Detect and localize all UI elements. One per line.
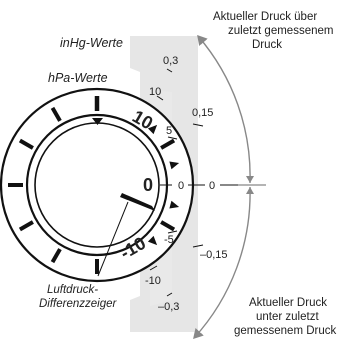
hpa-tick-m10 [149,265,158,271]
hpa-tick-m5 [167,230,178,234]
hpa-value-m5: -5 [164,234,174,246]
bezel-tick-marks [8,96,180,274]
pressure-difference-pointer [120,193,155,211]
inhg-tick-m015 [192,244,204,248]
hpa-value-m10: -10 [145,275,161,287]
bezel-major-tick [50,248,62,264]
dial-label-zero: 0 [143,175,153,195]
pointer-label-line2: Differenzzeiger [39,298,118,310]
bezel-major-tick [160,220,176,232]
dial-face-ring [34,122,160,248]
hpa-tick-5 [167,136,178,140]
bezel-major-tick [18,138,34,150]
bezel-major-tick [50,106,62,122]
hpa-tick-10 [156,95,164,101]
bezel-triangle-marker [147,124,158,135]
bezel-major-tick [18,220,34,232]
bezel-triangle-marker [169,200,180,209]
hpa-value-5: 5 [166,125,172,137]
inhg-value-m03: –0,3 [158,301,179,313]
inhg-tick-m03 [166,292,173,297]
inhg-tick-03 [166,68,173,73]
pointer-callout-line [97,201,129,277]
below-text-line3: gemessenem Druck [234,325,337,337]
zero-marker-arrow-up [246,176,254,183]
top-marker-triangle [92,118,103,125]
bezel-major-tick [160,138,176,150]
hpa-header: hPa-Werte [48,71,108,85]
hpa-value-10: 10 [149,86,161,98]
inhg-header: inHg-Werte [60,36,123,50]
inhg-value-m015: –0,15 [200,249,228,261]
pointer-label-line1: Luftdruck- [47,284,98,296]
hpa-value-0: 0 [178,180,184,192]
zero-marker-arrow-down [246,187,254,194]
above-text-line1: Aktueller Druck über [213,11,317,23]
inhg-tick-015 [192,123,204,127]
inhg-value-0: 0 [209,180,215,192]
below-text-line2: unter zuletzt [256,311,319,323]
bezel-triangle-marker [147,235,158,246]
bezel-triangle-marker [169,161,180,170]
above-text-line2: zuletzt gemessenem [228,25,333,37]
range-arc-upper [197,34,251,184]
inhg-value-015: 0,15 [192,107,213,119]
above-text-line3: Druck [252,39,282,51]
inhg-value-03: 0,3 [163,55,178,67]
below-text-line1: Aktueller Druck [249,297,327,309]
range-arc-lower [193,186,251,340]
